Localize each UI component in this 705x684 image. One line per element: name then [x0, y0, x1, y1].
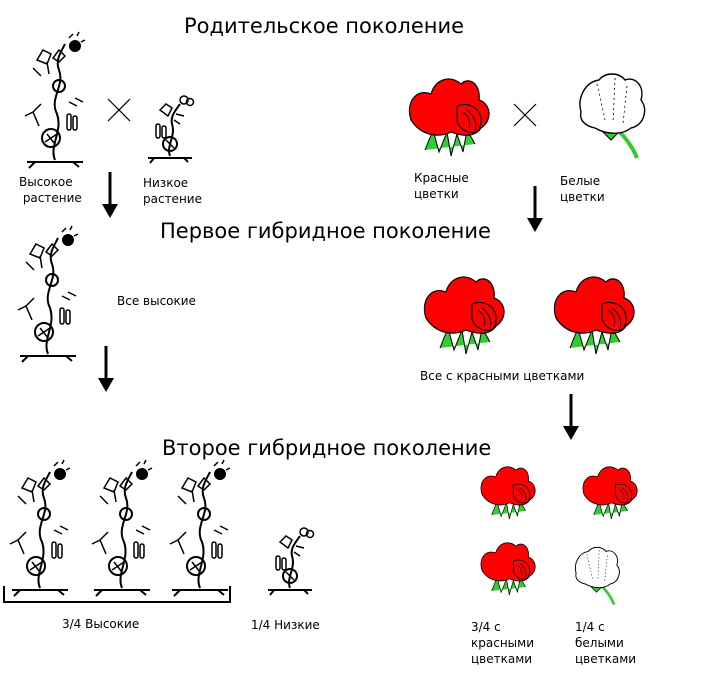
- first-hybrid-generation-heading: Первое гибридное поколение: [160, 219, 491, 243]
- three-quarters-tall-label: 3/4 Высокие: [62, 617, 140, 631]
- arrow-f1-to-f2-height: [96, 344, 116, 394]
- tall-plant-label: Высокое растение: [19, 175, 82, 205]
- one-quarter-short-label: 1/4 Низкие: [251, 618, 320, 632]
- arrow-parent-to-f1-height: [100, 170, 120, 220]
- short-plant-label: Низкое растение: [143, 176, 202, 206]
- cross-symbol-left: [107, 98, 131, 122]
- white-flower-f2: [574, 545, 621, 606]
- second-hybrid-generation-heading: Второе гибридное поколение: [162, 436, 492, 460]
- arrow-parent-to-f1-color: [525, 184, 545, 234]
- parental-generation-heading: Родительское поколение: [184, 14, 465, 38]
- tall-plant-f2-b: [91, 459, 153, 597]
- red-flower-f2-a: [480, 466, 536, 520]
- three-quarters-red-label: 3/4 с красными цветками: [471, 620, 534, 666]
- red-flower-f1-a: [423, 276, 505, 355]
- one-quarter-white-label: 1/4 с белыми цветками: [575, 620, 637, 666]
- arrow-f1-to-f2-color: [561, 392, 581, 442]
- all-tall-label: Все высокие: [117, 294, 196, 308]
- white-flowers-label: Белые цветки: [560, 174, 605, 204]
- red-flower-f2-b: [582, 466, 638, 520]
- tall-plant-f2-a: [9, 459, 71, 597]
- tall-plant-f1: [17, 225, 79, 363]
- short-plant-parent: [147, 95, 195, 164]
- red-flower-f2-c: [480, 542, 536, 596]
- tall-plant-parent: [24, 31, 86, 169]
- red-flower-parent: [408, 78, 490, 157]
- tall-plant-f2-c: [169, 459, 231, 597]
- red-flower-f1-b: [553, 276, 635, 355]
- white-flower-parent: [577, 72, 647, 160]
- cross-symbol-right: [513, 103, 537, 127]
- short-plant-f2: [267, 527, 315, 596]
- all-red-label: Все с красными цветками: [420, 369, 585, 383]
- tall-plants-bracket: [3, 586, 231, 603]
- red-flowers-label: Красные цветки: [414, 171, 469, 201]
